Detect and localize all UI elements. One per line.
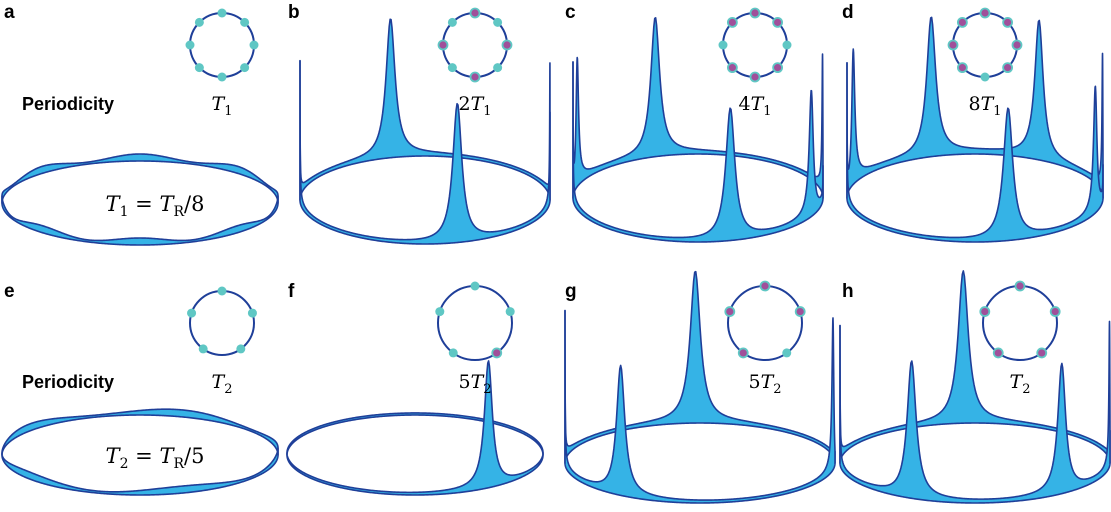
dot-teal-icon xyxy=(240,63,250,73)
dot-magenta-icon xyxy=(1036,347,1048,359)
dot-magenta-icon xyxy=(749,7,761,19)
panel-label: c xyxy=(565,2,576,23)
dot-magenta-icon xyxy=(759,280,771,292)
dot-teal-icon xyxy=(505,307,515,317)
dot-teal-icon xyxy=(194,63,204,73)
panel-e: eT2 T2 = TR/5 xyxy=(1,281,279,496)
equation: T2 = TR/5 xyxy=(106,444,205,472)
ring-back xyxy=(286,412,544,456)
dot-teal-icon xyxy=(493,63,503,73)
dot-magenta-icon xyxy=(724,306,736,317)
dot-teal-icon xyxy=(782,40,792,50)
ring-front xyxy=(572,61,824,243)
panel-label: f xyxy=(288,281,295,302)
dot-teal-icon xyxy=(185,40,195,50)
panel-label: e xyxy=(4,281,15,302)
dot-teal-icon xyxy=(980,72,990,82)
dot-magenta-icon xyxy=(794,306,806,317)
panel-label: g xyxy=(565,281,577,302)
ring-front xyxy=(564,309,836,504)
dot-teal-icon xyxy=(236,344,246,354)
panel-label: d xyxy=(842,2,854,23)
dot-teal-icon xyxy=(240,17,250,27)
dot-teal-icon xyxy=(217,72,227,82)
dot-magenta-icon xyxy=(491,347,503,359)
dot-magenta-icon xyxy=(992,347,1004,359)
dot-magenta-icon xyxy=(772,16,784,28)
dot-magenta-icon xyxy=(1011,39,1023,51)
ring-front xyxy=(839,320,1111,504)
dot-magenta-icon xyxy=(469,71,481,83)
panel-c: c 4T1 xyxy=(565,2,824,243)
dot-teal-icon xyxy=(718,40,728,50)
dot-magenta-icon xyxy=(956,16,968,28)
row-label-top: Periodicity xyxy=(22,94,114,114)
dot-magenta-icon xyxy=(469,7,481,19)
period-label: 5T2 xyxy=(748,371,781,397)
dot-teal-icon xyxy=(448,348,458,358)
dot-magenta-icon xyxy=(737,347,749,359)
dot-teal-icon xyxy=(447,17,457,27)
period-label: T2 xyxy=(1010,371,1031,397)
ring-front xyxy=(1,195,279,246)
panel-h: hT2 xyxy=(839,270,1111,504)
dot-teal-icon xyxy=(247,308,257,318)
ring-front xyxy=(846,62,1104,243)
period-label: 5T2 xyxy=(458,371,491,397)
period-label: T2 xyxy=(212,371,233,397)
dot-magenta-icon xyxy=(1002,16,1014,28)
dot-magenta-icon xyxy=(726,16,738,28)
dot-magenta-icon xyxy=(501,39,513,51)
panel-b: b 2T1 xyxy=(288,2,551,245)
ring-back xyxy=(299,18,551,201)
dot-teal-icon xyxy=(435,307,445,317)
state-ring-icon xyxy=(189,290,255,356)
dot-teal-icon xyxy=(194,17,204,27)
dot-teal-icon xyxy=(217,286,227,296)
period-label: 2T1 xyxy=(458,93,491,119)
dot-teal-icon xyxy=(187,308,197,318)
dot-magenta-icon xyxy=(979,7,991,19)
dot-magenta-icon xyxy=(749,71,761,83)
dot-teal-icon xyxy=(493,17,503,27)
ring-front xyxy=(286,360,544,496)
equation: T1 = TR/8 xyxy=(106,192,205,220)
dot-teal-icon xyxy=(470,281,480,291)
state-ring-icon xyxy=(437,285,513,361)
panel-label: a xyxy=(4,2,15,23)
panel-f: f 5T2 xyxy=(286,281,544,496)
dot-teal-icon xyxy=(782,348,792,358)
row-label-bottom: Periodicity xyxy=(22,372,114,392)
dot-teal-icon xyxy=(217,8,227,18)
dot-magenta-icon xyxy=(1049,306,1061,317)
dot-teal-icon xyxy=(198,344,208,354)
ring-back xyxy=(839,270,1111,464)
panel-g: g 5T2 xyxy=(564,270,836,504)
panel-label: h xyxy=(842,281,854,302)
dot-magenta-icon xyxy=(726,62,738,74)
panel-a: aT1 T1 = TR/8 xyxy=(1,2,279,246)
dot-magenta-icon xyxy=(956,62,968,74)
ring-front xyxy=(299,59,551,245)
state-ring-icon xyxy=(727,285,803,361)
dot-magenta-icon xyxy=(437,39,449,51)
dot-teal-icon xyxy=(249,40,259,50)
period-label: 8T1 xyxy=(968,93,1001,119)
dot-magenta-icon xyxy=(1014,280,1026,292)
panel-label: b xyxy=(288,2,300,23)
dot-magenta-icon xyxy=(772,62,784,74)
dot-magenta-icon xyxy=(979,306,991,317)
ring-front xyxy=(1,447,279,496)
dot-magenta-icon xyxy=(1002,62,1014,74)
period-label: 4T1 xyxy=(738,93,771,119)
state-ring-icon xyxy=(982,285,1058,361)
period-label: T1 xyxy=(212,93,233,119)
panel-d: d 8T1 xyxy=(842,2,1104,243)
dot-teal-icon xyxy=(447,63,457,73)
dot-magenta-icon xyxy=(947,39,959,51)
